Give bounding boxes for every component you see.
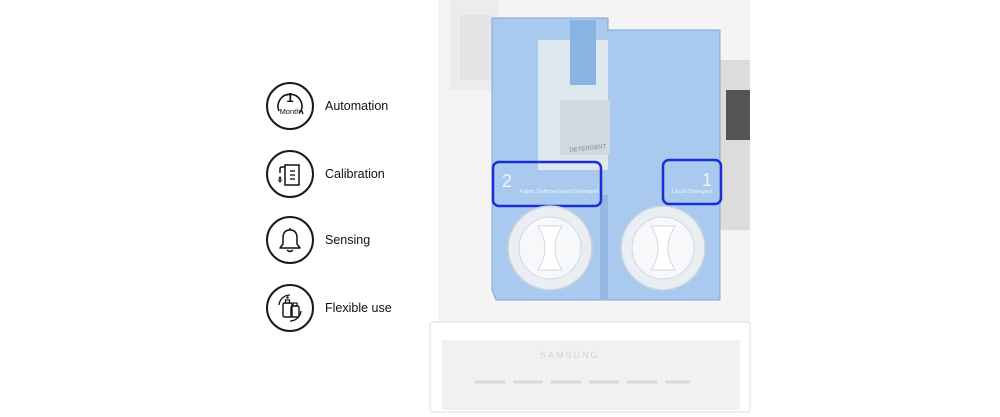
compartment-1-text-a: Liquid Detergent (672, 189, 713, 195)
tray-label: DETERGENT (569, 144, 607, 154)
feature-calibration: Calibration (266, 148, 385, 200)
siphon-cap-left (507, 205, 593, 291)
feature-label: Calibration (325, 167, 385, 181)
siphon-cap-right (620, 205, 706, 291)
feature-label: Automation (325, 99, 389, 113)
detergent-bottles-icon (266, 284, 314, 332)
feature-automation: 1 Month Automation (266, 80, 388, 132)
bell-icon (266, 216, 314, 264)
measuring-cup-icon (266, 150, 314, 198)
badge-unit: Month (279, 107, 301, 116)
badge-number: 1 (286, 90, 294, 105)
feature-label: Sensing (325, 233, 371, 247)
compartment-1-number: 1 (702, 170, 712, 190)
compartment-2-number: 2 (502, 171, 512, 191)
feature-sensing: Sensing (266, 214, 370, 266)
compartment-2-text-a: Fabric Softener (520, 189, 558, 195)
detergent-dispenser-drawer: DETERGENT 2 Fabric Softener Liquid Deter… (420, 0, 760, 417)
calendar-month-icon: 1 Month (266, 82, 314, 130)
feature-label: Flexible use (325, 301, 392, 315)
feature-flexible-use: Flexible use (266, 282, 392, 334)
brand-logo: SAMSUNG (540, 350, 600, 360)
compartment-2-text-b: Liquid Detergent (558, 189, 599, 195)
